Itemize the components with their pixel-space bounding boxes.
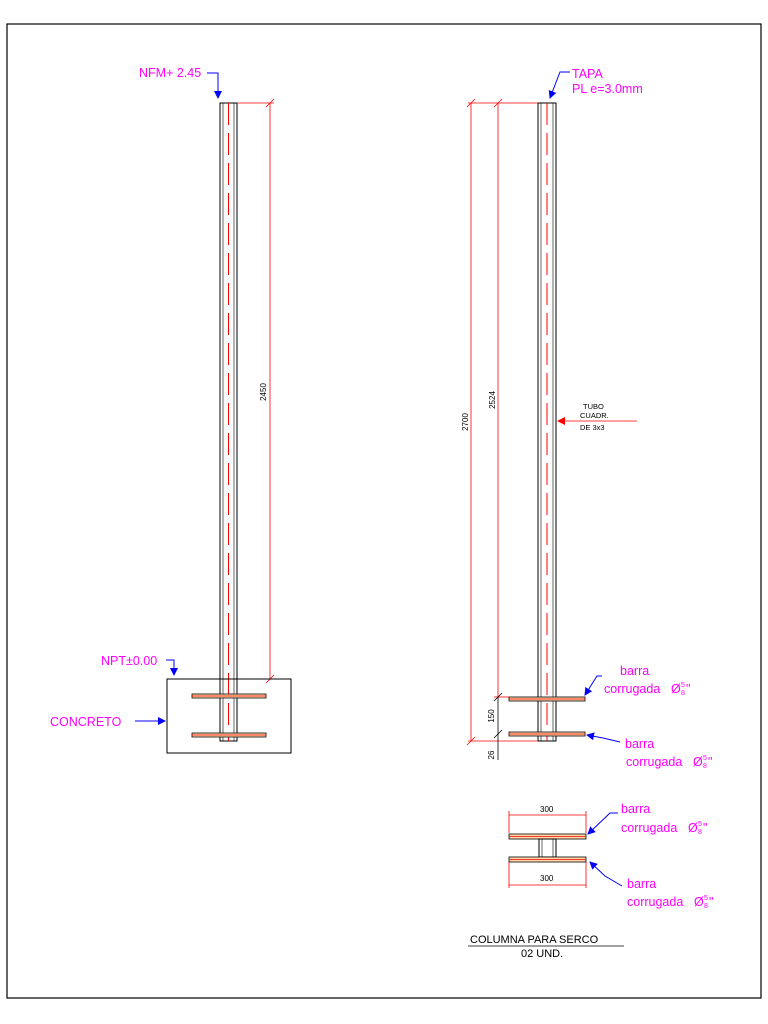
bar-fraction-num: 5 [704, 895, 708, 902]
bar-fraction-num: 5 [703, 755, 707, 762]
level-bottom-label: NPT±0.00 [101, 654, 157, 668]
bar-label-4b-group: corrugada Ø 5 8 " [627, 895, 713, 910]
drawing-title: COLUMNA PARA SERCO [470, 934, 599, 946]
bar-label-4a: barra [627, 877, 656, 891]
bar-fraction-den: 8 [703, 763, 707, 770]
right-dim-tick [466, 736, 476, 746]
bar-inch-mark: " [686, 682, 690, 696]
sheet-border [6, 23, 762, 999]
bar-fraction-num: 5 [681, 682, 685, 689]
base-dim-top-label: 300 [540, 805, 554, 814]
right-elevation: 2700 2524 150 26 TAPA PL e=3.0mm TUBO CU… [461, 67, 712, 770]
level-top-leader [207, 72, 222, 99]
tube-label-1: TUBO [583, 402, 604, 411]
cap-label-1: TAPA [572, 67, 603, 81]
bar-fraction-den: 8 [704, 903, 708, 910]
tube-label-3: DE 3x3 [580, 423, 605, 432]
bar-diameter-symbol: Ø [688, 821, 698, 835]
bar-leader-1 [584, 675, 602, 696]
bar-inch-mark: " [709, 895, 713, 909]
right-dim-150-label: 150 [487, 709, 496, 723]
cap-label-2: PL e=3.0mm [572, 82, 643, 96]
bar-label-3a: barra [621, 802, 650, 816]
bar-label-3b-group: corrugada Ø 5 8 " [621, 821, 707, 836]
bar-inch-mark: " [708, 755, 712, 769]
right-dim-2700-label: 2700 [461, 413, 470, 431]
bar-label-3b: corrugada [621, 821, 677, 835]
left-dim-tick [265, 98, 275, 108]
drawing-subtitle: 02 UND. [521, 948, 563, 960]
bar-diameter-symbol: Ø [694, 895, 704, 909]
right-dim-tick [466, 98, 476, 108]
tube-label-2: CUADR. [580, 411, 609, 420]
level-bottom-leader [166, 659, 178, 676]
right-dim-26-label: 26 [487, 750, 496, 759]
bar-leader-4 [589, 861, 623, 887]
bar-diameter-symbol: Ø [693, 755, 703, 769]
base-dim-bottom-label: 300 [540, 874, 554, 883]
bar-leader-3 [587, 812, 618, 835]
bar-label-1a: barra [620, 664, 649, 678]
bar-label-2a: barra [625, 737, 654, 751]
concrete-footing [166, 678, 292, 754]
right-dim-tick [493, 692, 503, 702]
bar-fraction-den: 8 [698, 829, 702, 836]
bar-label-2b-group: corrugada Ø 5 8 " [626, 755, 712, 770]
base-detail: 300 300 barra corrugada Ø 5 8 " barra co… [508, 802, 713, 910]
bar-label-4b: corrugada [627, 895, 683, 909]
bar-label-2b: corrugada [626, 755, 682, 769]
concrete-label: CONCRETO [50, 715, 122, 729]
bar-fraction-num: 5 [698, 821, 702, 828]
title-block: COLUMNA PARA SERCO 02 UND. [468, 934, 624, 960]
base-tube-section [538, 838, 557, 858]
left-elevation: 2450 NFM+ 2.45 NPT±0.00 CONCRETO [50, 66, 292, 754]
bar-label-1b-group: corrugada Ø 5 8 " [604, 682, 690, 697]
level-top-label: NFM+ 2.45 [139, 66, 201, 80]
bar-fraction-den: 8 [681, 690, 685, 697]
left-dim-2450-label: 2450 [259, 383, 268, 401]
right-dim-tick [493, 98, 503, 108]
bar-leader-2 [586, 732, 621, 743]
bar-label-1b: corrugada [604, 682, 660, 696]
bar-inch-mark: " [703, 821, 707, 835]
cap-leader [548, 71, 570, 99]
bar-diameter-symbol: Ø [671, 682, 681, 696]
right-dim-2524-label: 2524 [488, 391, 497, 409]
